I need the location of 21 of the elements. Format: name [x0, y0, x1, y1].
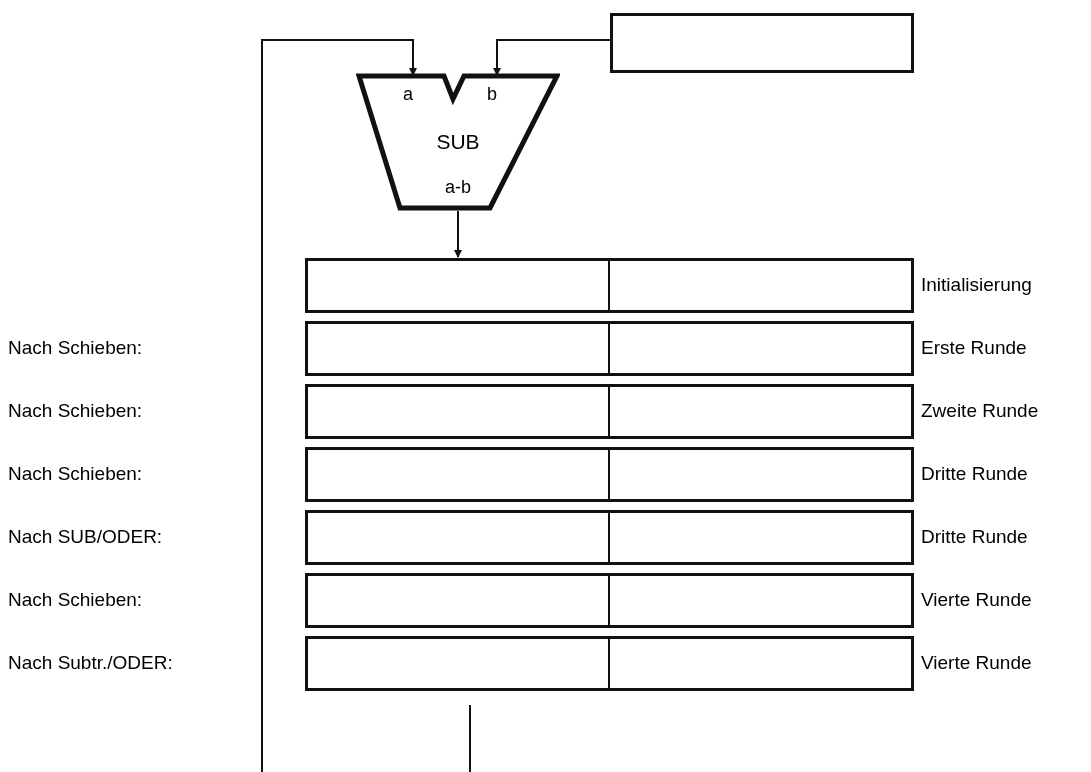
- step-label: Nach Subtr./ODER:: [8, 652, 173, 674]
- input-label: a: [403, 83, 413, 105]
- output-label: a-b: [445, 176, 471, 198]
- row-label: Initialisierung: [921, 274, 1032, 296]
- step-label: Nach Schieben:: [8, 589, 143, 611]
- arrow: [454, 210, 462, 258]
- unit-label: SUB: [436, 131, 480, 153]
- row-label: Zweite Runde: [921, 400, 1039, 422]
- row-label: Dritte Runde: [921, 526, 1028, 548]
- arrow: [261, 39, 417, 772]
- step-label: Nach SUB/ODER:: [8, 526, 163, 548]
- step-label: Nach Schieben:: [8, 463, 143, 485]
- step-label: Nach Schieben:: [8, 400, 143, 422]
- row-label: Vierte Runde: [921, 652, 1032, 674]
- arrow: [493, 39, 611, 76]
- register-box: [610, 13, 914, 73]
- step-label: Nach Schieben:: [8, 337, 143, 359]
- row-label: Vierte Runde: [921, 589, 1032, 611]
- row-label: Dritte Runde: [921, 463, 1028, 485]
- row-label: Erste Runde: [921, 337, 1027, 359]
- input-label: b: [487, 83, 497, 105]
